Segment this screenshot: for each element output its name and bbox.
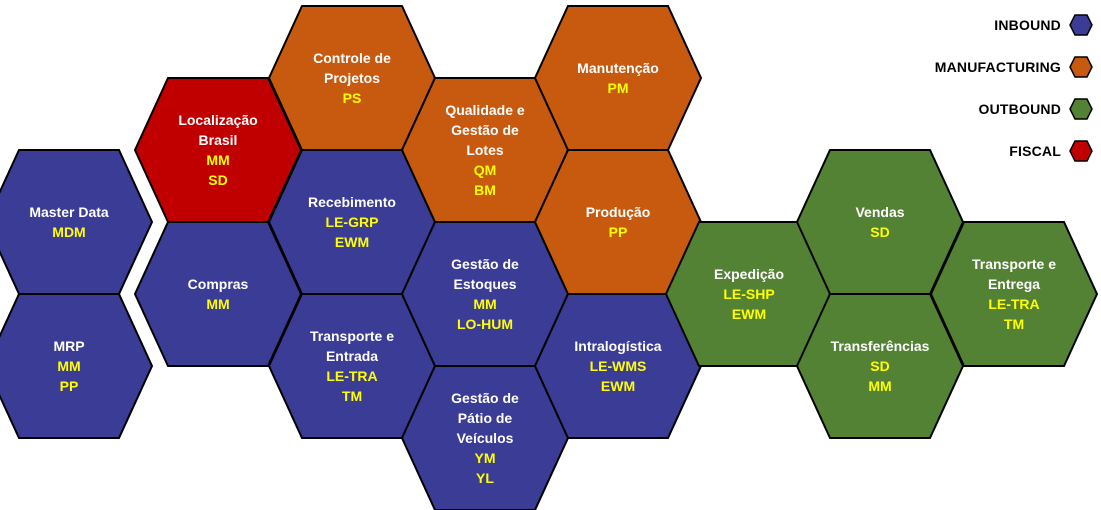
hex-title-line: Entrada: [326, 348, 378, 364]
legend-item-outbound: OUTBOUND: [935, 88, 1093, 130]
hexagon-shape: [0, 149, 154, 295]
hex-title-line: Localização: [178, 112, 257, 128]
hex-title-line: Transporte e: [310, 328, 394, 344]
hex-module-code: PS: [343, 90, 362, 106]
hex-module-code: SD: [208, 172, 227, 188]
hex-module-code: PM: [608, 80, 629, 96]
hex-module-code: BM: [474, 182, 496, 198]
hex-module-code: MM: [868, 378, 891, 394]
hex-title-line: Produção: [586, 204, 651, 220]
hex-mrp: MRP MM PP: [0, 293, 154, 439]
hex-module-code: QM: [474, 162, 497, 178]
hex-module-code: LE-TRA: [988, 296, 1039, 312]
hex-module-code: MDM: [52, 224, 85, 240]
legend-label: OUTBOUND: [978, 101, 1061, 117]
hex-title-line: MRP: [53, 338, 84, 354]
hex-title-line: Recebimento: [308, 194, 396, 210]
hex-module-code: MM: [473, 296, 496, 312]
hex-title-line: Estoques: [453, 276, 516, 292]
hex-title-line: Qualidade e: [445, 102, 525, 118]
hexagon-shape: [400, 221, 570, 367]
legend-item-fiscal: FISCAL: [935, 130, 1093, 172]
hex-module-code: EWM: [732, 306, 766, 322]
hex-title-line: Veículos: [457, 430, 514, 446]
hex-module-code: MM: [206, 296, 229, 312]
hex-module-code: YM: [475, 450, 496, 466]
hex-title-line: Controle de: [313, 50, 391, 66]
hex-module-code: TM: [342, 388, 362, 404]
hex-module-code: TM: [1004, 316, 1024, 332]
hex-title-line: Pátio de: [458, 410, 513, 426]
hex-title-line: Transporte e: [972, 256, 1056, 272]
legend-item-manufacturing: MANUFACTURING: [935, 46, 1093, 88]
hex-title-line: Vendas: [855, 204, 904, 220]
hexagon-swatch-icon: [1069, 14, 1093, 36]
hex-title-line: Lotes: [466, 142, 504, 158]
hexagon-shape: [133, 221, 303, 367]
hexagon-shape: [133, 77, 303, 223]
hex-title-line: Entrega: [988, 276, 1040, 292]
hex-module-code: PP: [60, 378, 79, 394]
hex-module-code: EWM: [335, 234, 369, 250]
hex-title-line: Gestão de: [451, 390, 519, 406]
hex-title-line: Manutenção: [577, 60, 659, 76]
hex-title-line: Projetos: [324, 70, 380, 86]
hex-module-code: MM: [206, 152, 229, 168]
hex-module-code: LE-TRA: [326, 368, 377, 384]
hex-title-line: Master Data: [29, 204, 109, 220]
legend-label: MANUFACTURING: [934, 59, 1061, 75]
hexagon-swatch-icon: [1069, 56, 1093, 78]
hex-title-line: Gestão de: [451, 122, 519, 138]
hexagon-shape: [0, 293, 154, 439]
hex-module-code: LE-GRP: [326, 214, 379, 230]
hex-module-code: SD: [870, 224, 889, 240]
hex-title-line: Transferências: [831, 338, 930, 354]
hex-title-line: Brasil: [199, 132, 238, 148]
hex-title-line: Expedição: [714, 266, 784, 282]
hexagon-swatch-icon: [1069, 140, 1093, 162]
legend-label: FISCAL: [1009, 143, 1061, 159]
hex-module-code: SD: [870, 358, 889, 374]
hex-module-code: LE-SHP: [723, 286, 774, 302]
hex-module-code: EWM: [601, 378, 635, 394]
hexagon-shape: [267, 293, 437, 439]
hexagon-shape: [533, 5, 703, 151]
hex-title-line: Intralogística: [574, 338, 661, 354]
hex-title-line: Gestão de: [451, 256, 519, 272]
hex-module-code: YL: [476, 470, 494, 486]
hex-module-code: PP: [609, 224, 628, 240]
hex-title-line: Compras: [188, 276, 249, 292]
hexagon-shape: [929, 221, 1099, 367]
hex-module-code: LO-HUM: [457, 316, 513, 332]
hex-module-code: MM: [57, 358, 80, 374]
hexagon-swatch-icon: [1069, 98, 1093, 120]
hex-module-code: LE-WMS: [590, 358, 647, 374]
legend-label: INBOUND: [994, 17, 1061, 33]
legend-item-inbound: INBOUND: [935, 4, 1093, 46]
legend: INBOUND MANUFACTURING OUTBOUND FISCAL: [935, 4, 1093, 172]
